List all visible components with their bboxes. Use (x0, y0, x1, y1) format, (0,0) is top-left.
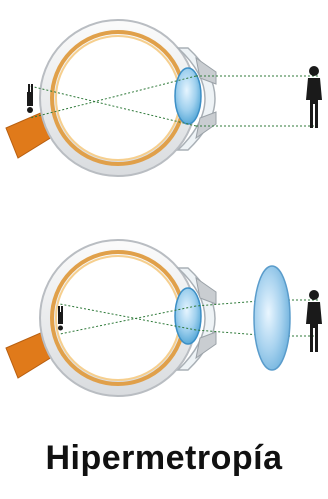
inverted-image (27, 84, 33, 113)
vitreous (56, 256, 180, 380)
person-silhouette (306, 66, 322, 128)
diagram-caption: Hipermetropía (0, 438, 328, 478)
corrective-convex-lens (254, 266, 290, 370)
eye-uncorrected (6, 20, 318, 176)
crystalline-lens (175, 288, 201, 344)
iris (196, 332, 216, 358)
person-silhouette (306, 290, 322, 352)
iris (196, 112, 216, 138)
vitreous (56, 36, 180, 160)
